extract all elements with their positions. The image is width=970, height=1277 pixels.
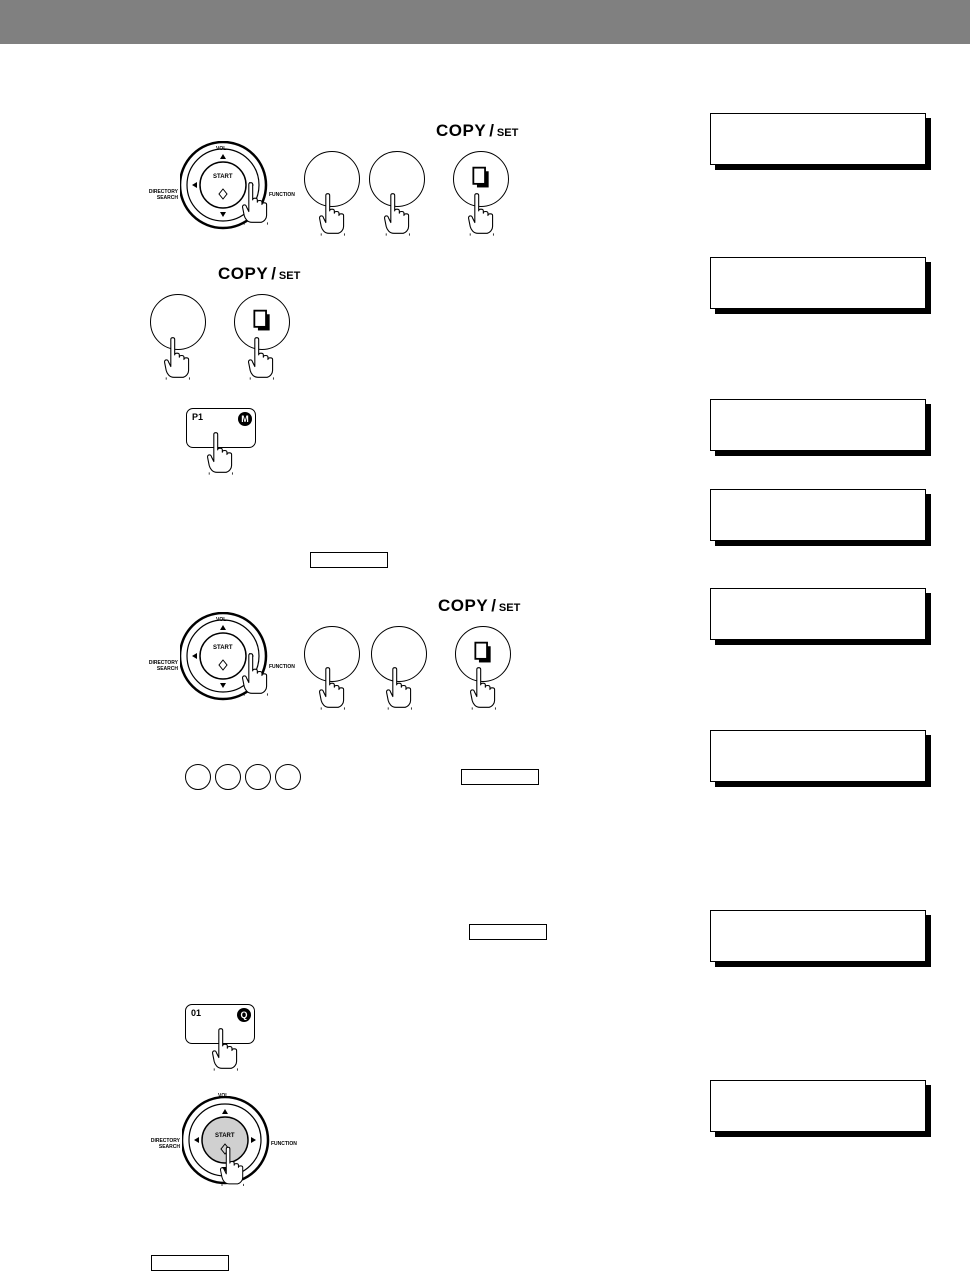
- copy-set-label: COPY/SET: [218, 264, 301, 283]
- digit-key[interactable]: [185, 764, 211, 790]
- nav-pad[interactable]: START: [180, 1095, 282, 1196]
- start-label: START: [213, 645, 233, 651]
- hand-press-icon: [216, 1146, 248, 1191]
- panel-key[interactable]: [151, 1255, 229, 1271]
- lcd-display: [710, 399, 926, 451]
- key-button[interactable]: [369, 151, 425, 207]
- nav-ring-graphic: [180, 1095, 270, 1185]
- lcd-display: [710, 257, 926, 309]
- copy-set-label: COPY/SET: [436, 121, 519, 140]
- lcd-display: [710, 1080, 926, 1132]
- digit-key[interactable]: [215, 764, 241, 790]
- hand-press-icon: [380, 192, 414, 241]
- panel-key[interactable]: [310, 552, 388, 568]
- key-button[interactable]: [304, 626, 360, 682]
- lcd-display: [710, 730, 926, 782]
- copy-icon: [253, 309, 271, 338]
- panel-key[interactable]: [469, 924, 547, 940]
- function-label: FUNCTION: [271, 1141, 297, 1147]
- hand-press-icon: [315, 666, 349, 715]
- hand-press-icon: [466, 666, 500, 715]
- function-label: FUNCTION: [269, 192, 295, 198]
- hand-press-icon: [208, 1027, 242, 1076]
- program-key-label: P1: [192, 412, 204, 422]
- station-key-label: 01: [191, 1008, 202, 1018]
- station-key-badge: Q: [237, 1008, 251, 1022]
- nav-ring-graphic: [178, 140, 268, 230]
- panel-key[interactable]: [461, 769, 539, 785]
- lcd-display: [710, 489, 926, 541]
- copy-icon: [472, 166, 490, 195]
- program-key-p1[interactable]: P1 M: [186, 408, 256, 448]
- header-bar: [0, 0, 970, 44]
- vol-label: VOL.: [216, 146, 228, 152]
- hand-press-icon: [238, 652, 272, 701]
- hand-press-icon: [244, 336, 278, 385]
- program-key-badge: M: [238, 412, 252, 426]
- hand-press-icon: [238, 181, 272, 230]
- lcd-display: [710, 113, 926, 165]
- copy-set-label: COPY/SET: [438, 596, 521, 615]
- hand-press-icon: [315, 192, 349, 241]
- start-label: START: [213, 174, 233, 180]
- start-label: START: [215, 1133, 235, 1139]
- hand-press-icon: [160, 336, 194, 385]
- lcd-display: [710, 588, 926, 640]
- key-button[interactable]: [304, 151, 360, 207]
- vol-label: VOL.: [216, 617, 228, 623]
- nav-pad[interactable]: START: [178, 140, 280, 241]
- hand-press-icon: [203, 431, 237, 480]
- digit-key[interactable]: [275, 764, 301, 790]
- vol-label: VOL.: [218, 1093, 230, 1099]
- hand-press-icon: [464, 192, 498, 241]
- key-button[interactable]: [150, 294, 206, 350]
- key-button[interactable]: [371, 626, 427, 682]
- lcd-display: [710, 910, 926, 962]
- nav-pad[interactable]: START: [178, 611, 280, 712]
- function-label: FUNCTION: [269, 664, 295, 670]
- hand-press-icon: [382, 666, 416, 715]
- digit-key[interactable]: [245, 764, 271, 790]
